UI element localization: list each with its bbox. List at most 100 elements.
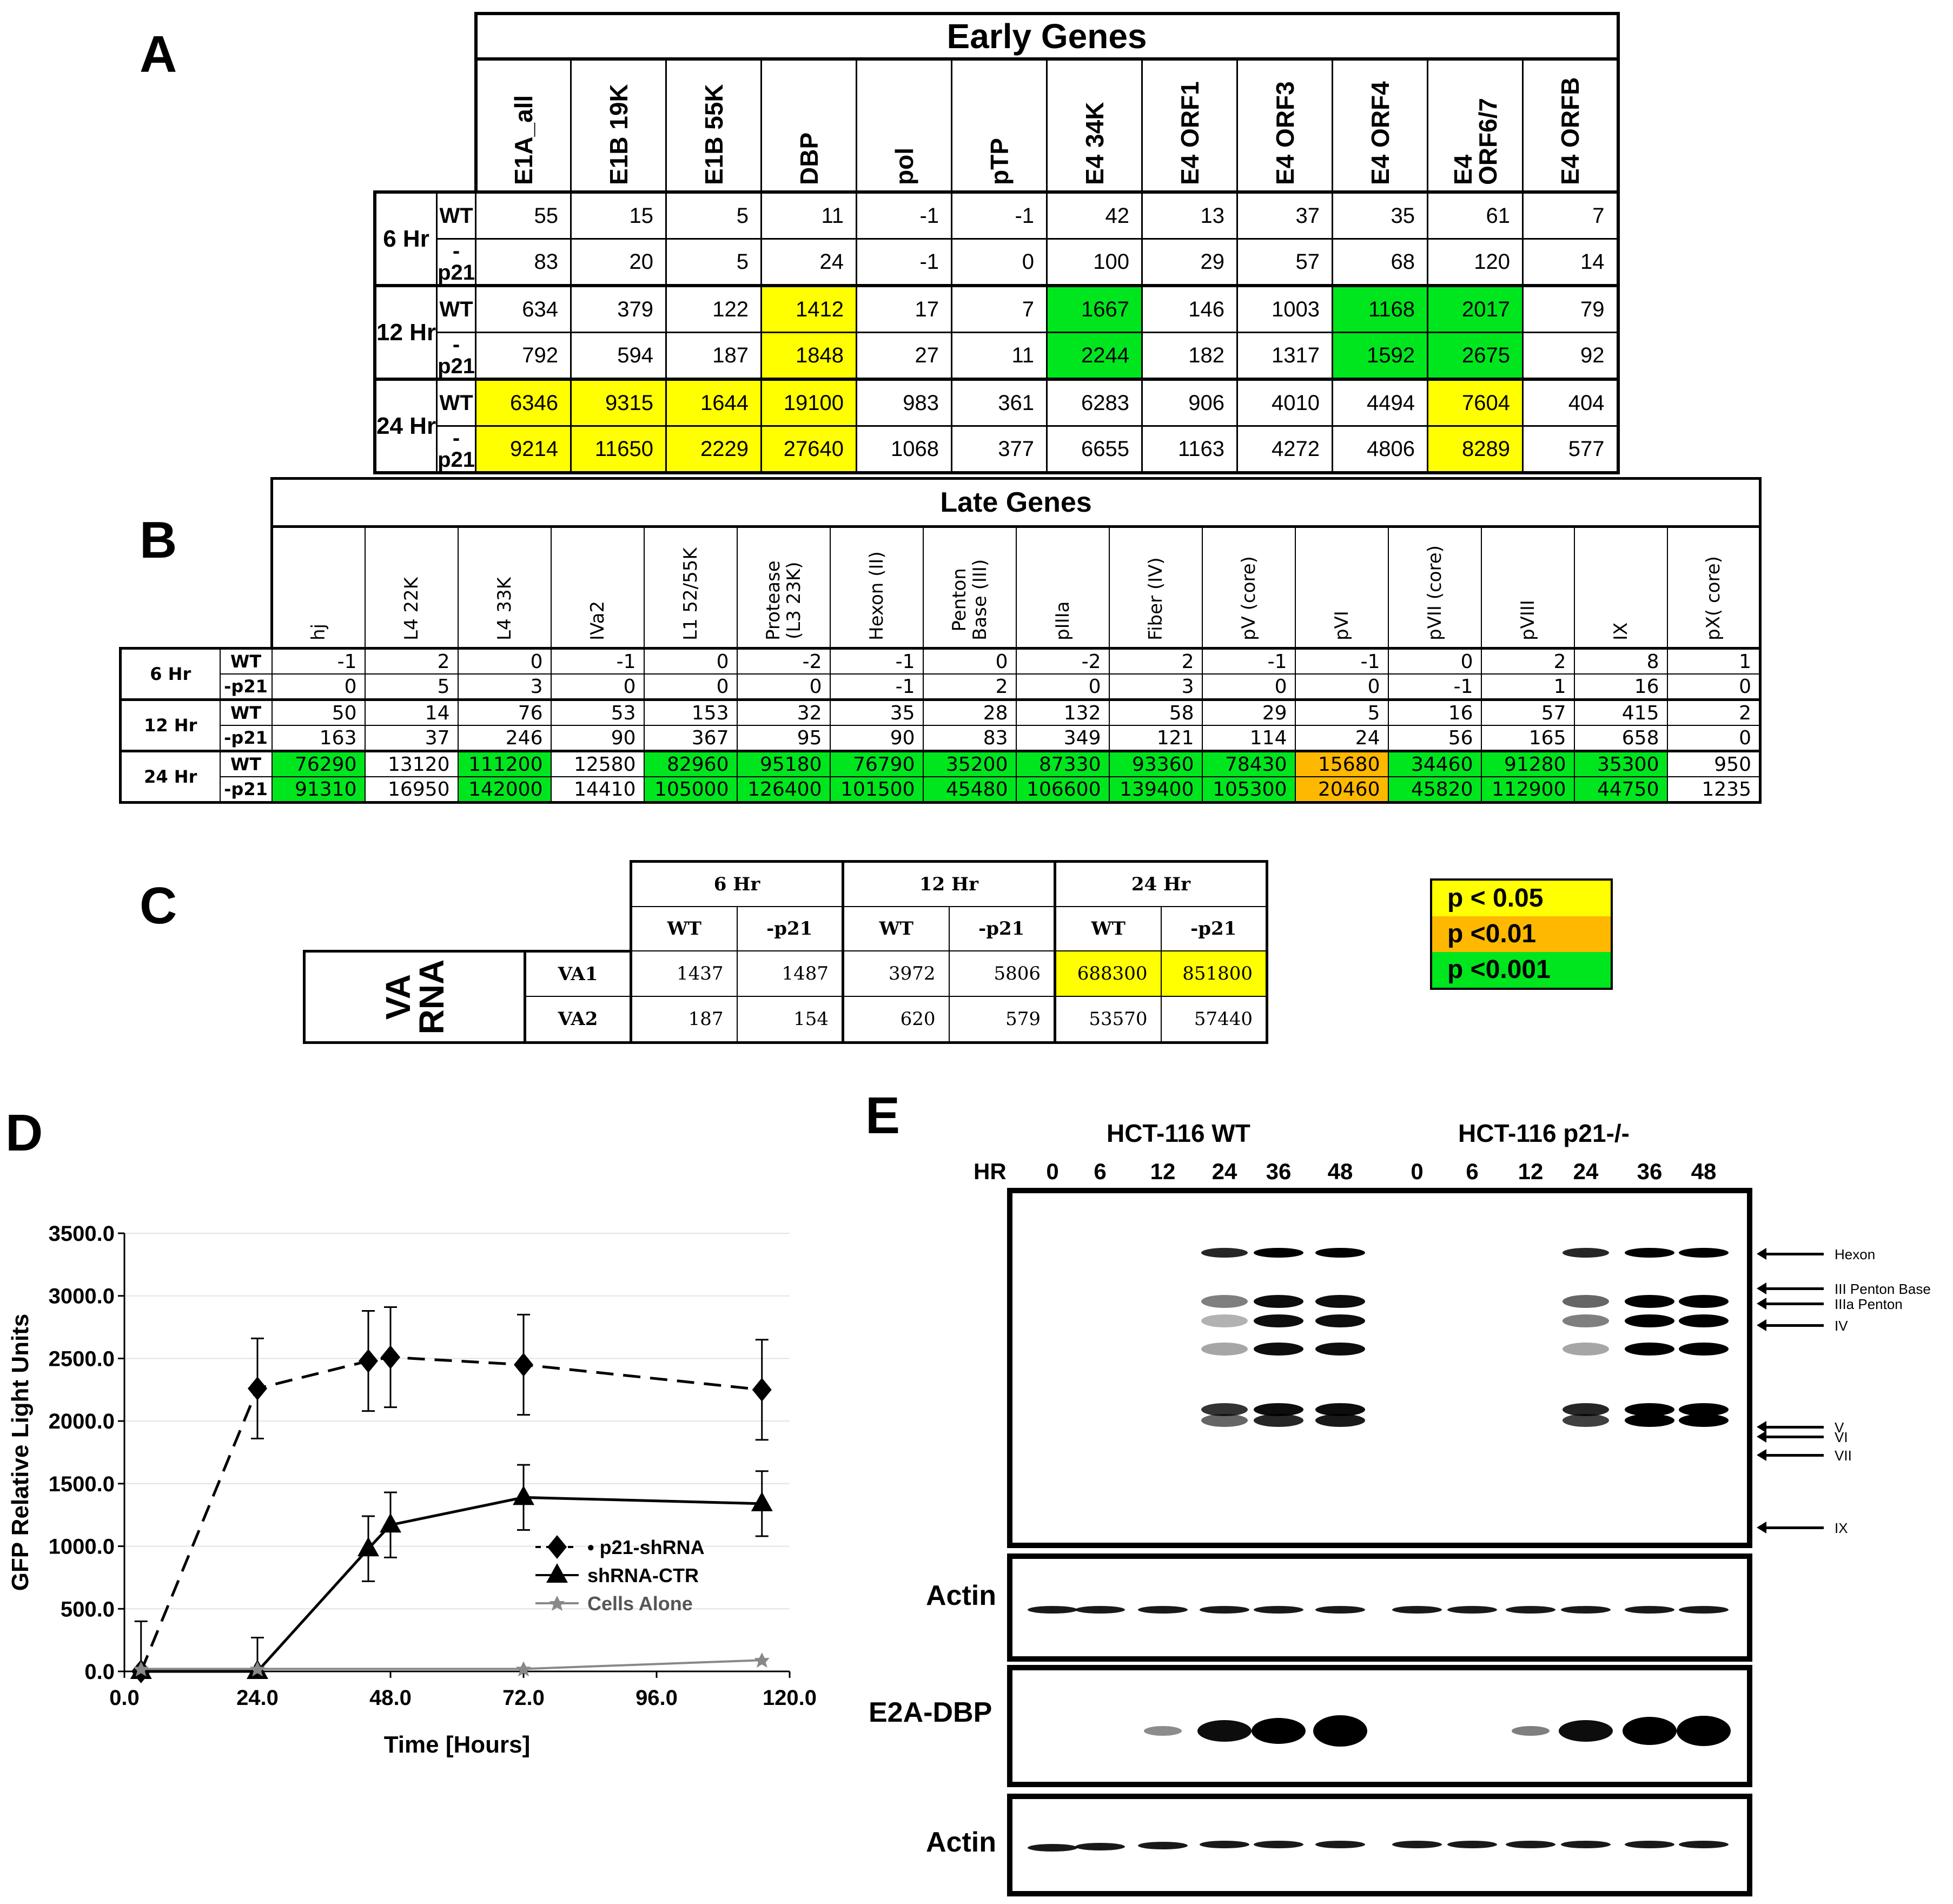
table-cell: 29 bbox=[1201, 698, 1296, 726]
table-cell: 0 bbox=[922, 647, 1017, 675]
table-cell: 114 bbox=[1201, 725, 1296, 752]
actin-band bbox=[1138, 1606, 1188, 1614]
actin-band bbox=[1028, 1844, 1077, 1852]
arrow-icon bbox=[1757, 1449, 1824, 1461]
dbp-band bbox=[1623, 1717, 1677, 1745]
table-cell: 11650 bbox=[570, 425, 667, 474]
protein-band bbox=[1315, 1343, 1365, 1356]
table-cell: 5 bbox=[665, 238, 763, 287]
legend-item: p <0.001 bbox=[1432, 952, 1611, 988]
table-cell: 950 bbox=[1666, 750, 1762, 777]
table-cell: 0 bbox=[271, 673, 366, 701]
arrow-icon bbox=[1757, 1522, 1824, 1533]
row-label: VA1 bbox=[524, 949, 632, 997]
table-cell: 5 bbox=[665, 190, 763, 240]
arrowhead-icon bbox=[1757, 1522, 1766, 1533]
table-cell: 13120 bbox=[364, 750, 459, 777]
table-cell: 688300 bbox=[1054, 950, 1162, 997]
table-cell: 0 bbox=[1201, 673, 1296, 701]
dbp-band bbox=[1252, 1718, 1306, 1744]
band-label: V bbox=[1835, 1419, 1844, 1436]
actin-blot-2 bbox=[1007, 1794, 1752, 1896]
strain-label: WT bbox=[436, 378, 477, 427]
protein-band bbox=[1625, 1295, 1674, 1308]
gene-header: E1A_all bbox=[474, 58, 572, 193]
table-cell: 45820 bbox=[1387, 776, 1482, 804]
gfp-line-chart: 0.0500.01000.01500.02000.02500.03000.035… bbox=[7, 1222, 817, 1758]
data-point bbox=[754, 1652, 770, 1668]
band-label: IV bbox=[1835, 1318, 1848, 1334]
table-cell: 32 bbox=[736, 698, 831, 726]
table-cell: 1 bbox=[1666, 647, 1762, 675]
table-cell: 78430 bbox=[1201, 750, 1296, 777]
table-cell: 1317 bbox=[1236, 332, 1334, 381]
gene-header-label: E1A_all bbox=[509, 95, 538, 185]
table-cell: 19100 bbox=[760, 378, 858, 427]
protein-band bbox=[1315, 1314, 1365, 1327]
protein-band bbox=[1201, 1343, 1248, 1356]
gene-header: E1B 55K bbox=[665, 58, 763, 193]
table-cell: 165 bbox=[1480, 725, 1575, 752]
table-cell: 5 bbox=[1294, 698, 1389, 726]
series-line-shrna-ctr bbox=[141, 1496, 762, 1673]
protein-band bbox=[1679, 1343, 1729, 1356]
table-cell: 182 bbox=[1141, 332, 1239, 381]
dbp-band bbox=[1677, 1716, 1731, 1746]
table-cell: 3972 bbox=[842, 950, 950, 997]
va-rna-label: VA RNA bbox=[378, 959, 451, 1035]
table-cell: 111200 bbox=[457, 750, 552, 777]
table-cell: 17 bbox=[856, 284, 953, 333]
actin-band bbox=[1506, 1606, 1555, 1614]
late-protein-blot bbox=[1007, 1188, 1752, 1548]
table-cell: 93360 bbox=[1108, 750, 1203, 777]
panel-letter-b: B bbox=[140, 511, 177, 569]
strain-label: -p21 bbox=[219, 725, 273, 752]
table-cell: 579 bbox=[948, 996, 1056, 1044]
strain-label: WT bbox=[436, 190, 477, 240]
x-axis-label: Time [Hours] bbox=[384, 1731, 531, 1758]
legend-marker bbox=[550, 1596, 565, 1611]
table-cell: 20460 bbox=[1294, 776, 1389, 804]
table-cell: 91310 bbox=[271, 776, 366, 804]
table-cell: 9214 bbox=[475, 425, 572, 474]
e2a-dbp-blot bbox=[1007, 1665, 1752, 1787]
table-cell: 35 bbox=[1332, 190, 1429, 240]
table-cell: 2 bbox=[1108, 647, 1203, 675]
protein-band bbox=[1679, 1314, 1729, 1327]
arrow-icon bbox=[1757, 1298, 1824, 1310]
protein-band bbox=[1563, 1314, 1609, 1327]
gene-header: L4 22K bbox=[364, 526, 459, 649]
actin-band bbox=[1315, 1841, 1365, 1848]
time-header: 24 Hr bbox=[1054, 860, 1268, 907]
gene-header: pV (core) bbox=[1201, 526, 1296, 649]
arrow-icon bbox=[1757, 1248, 1824, 1260]
y-tick-label: 1500.0 bbox=[49, 1472, 115, 1496]
protein-band bbox=[1201, 1414, 1248, 1427]
table-cell: 851800 bbox=[1160, 950, 1268, 997]
strain-header: WT bbox=[842, 906, 950, 951]
data-point bbox=[248, 1376, 267, 1400]
gene-header-label: pX( core) bbox=[1702, 556, 1724, 640]
gene-header: E1B 19K bbox=[570, 58, 667, 193]
table-cell: 56 bbox=[1387, 725, 1482, 752]
table-cell: 6655 bbox=[1046, 425, 1143, 474]
band-label: III Penton Base bbox=[1835, 1281, 1931, 1297]
table-cell: -2 bbox=[736, 647, 831, 675]
panel-letter-e: E bbox=[865, 1087, 901, 1145]
table-cell: -1 bbox=[856, 238, 953, 287]
arrowhead-icon bbox=[1757, 1449, 1766, 1461]
gene-header-label: pTP bbox=[985, 138, 1014, 185]
gene-header-label: L1 52/55K bbox=[679, 547, 701, 640]
legend-marker bbox=[546, 1563, 568, 1583]
gene-header: pVII (core) bbox=[1387, 526, 1482, 649]
strain-header: WT bbox=[630, 906, 738, 951]
data-point bbox=[250, 1661, 265, 1677]
table-cell: 1644 bbox=[665, 378, 763, 427]
arrowhead-icon bbox=[1757, 1319, 1766, 1331]
x-tick-label: 24.0 bbox=[236, 1686, 279, 1710]
strain-header: WT bbox=[1054, 906, 1162, 951]
